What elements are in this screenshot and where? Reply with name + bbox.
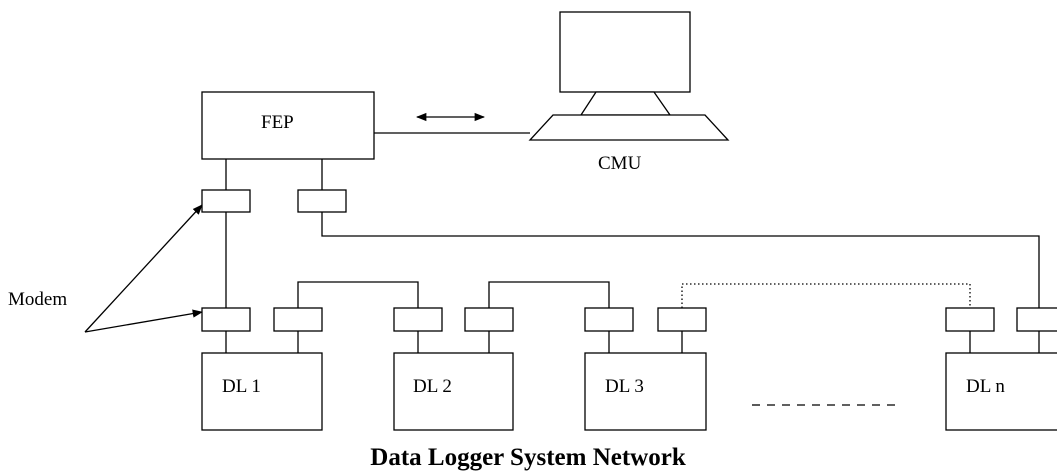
cmu-computer-icon xyxy=(528,11,730,141)
dl1-dl2-link xyxy=(297,281,419,308)
dl3-modem-left xyxy=(584,307,634,332)
fep-label: FEP xyxy=(261,112,294,133)
dl2-modem-left xyxy=(393,307,443,332)
dl2-label: DL 2 xyxy=(413,376,452,397)
dl1-label: DL 1 xyxy=(222,376,261,397)
modem-label: Modem xyxy=(8,289,67,310)
dln-label: DL n xyxy=(966,376,1005,397)
fep-modem-right xyxy=(297,189,347,213)
dl3-label: DL 3 xyxy=(605,376,644,397)
dl2-dl3-link xyxy=(488,281,610,308)
diagram-title: Data Logger System Network xyxy=(370,444,686,471)
dln-modem-right xyxy=(1016,307,1057,332)
dl3-modem-right xyxy=(657,307,707,332)
fep-right-long-link xyxy=(321,212,1040,308)
modem-pointer-arrow-lower xyxy=(84,309,204,333)
cmu-label: CMU xyxy=(598,153,642,174)
dl1-modem-right xyxy=(273,307,323,332)
dln-modem-left xyxy=(945,307,995,332)
dl3-box xyxy=(584,352,707,431)
dl3-dln-dotted-link xyxy=(681,283,971,308)
dl2-box xyxy=(393,352,514,431)
modem-pointer-arrow-upper xyxy=(84,204,203,333)
dl1-modem-left xyxy=(201,307,251,332)
dln-box xyxy=(945,352,1057,431)
fep-modem-left xyxy=(201,189,251,213)
dl2-modem-right xyxy=(464,307,514,332)
dl1-box xyxy=(201,352,323,431)
fep-box xyxy=(201,91,375,160)
